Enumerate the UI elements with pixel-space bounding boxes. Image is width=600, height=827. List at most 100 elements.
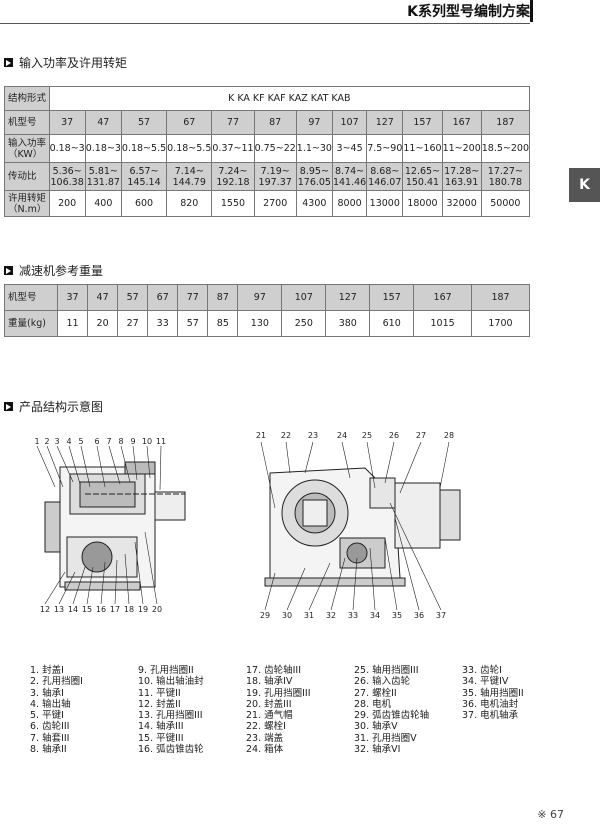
- structure-value: K KA KF KAF KAZ KAT KAB: [48, 86, 531, 111]
- table-cell: 400: [84, 190, 122, 217]
- arrow-bullet-icon: [4, 266, 13, 275]
- callout-number: 5: [78, 437, 83, 446]
- callout-number: 11: [156, 437, 166, 446]
- table-cell: 7.19~ 197.37: [253, 162, 297, 191]
- table-cell: 0.18~3: [48, 134, 86, 163]
- table-cell: 380: [325, 310, 371, 337]
- callout-number: 6: [94, 437, 99, 446]
- row-label: 传动比: [4, 162, 50, 191]
- callout-number: 2: [44, 437, 49, 446]
- arrow-bullet-icon: [4, 58, 13, 67]
- legend-item: 3. 轴承I: [30, 687, 64, 699]
- legend-item: 33. 齿轮I: [462, 665, 502, 676]
- table-cell: 12.65~ 150.41: [402, 162, 443, 191]
- table-cell: 11: [56, 310, 89, 337]
- table-cell: 7.5~90: [366, 134, 404, 163]
- table-cell: 200: [48, 190, 86, 217]
- callout-number: 31: [304, 611, 314, 620]
- legend-item: 22. 螺栓I: [246, 721, 286, 733]
- legend-item: 24. 箱体: [246, 744, 284, 756]
- table-cell: 0.37~11: [211, 134, 255, 163]
- legend-item: 20. 封盖III: [246, 698, 292, 710]
- legend-item: 13. 孔用挡圈III: [138, 710, 203, 722]
- table-cell: 0.75~22: [253, 134, 297, 163]
- legend-item: 17. 齿轮轴III: [246, 665, 302, 676]
- callout-number: 7: [106, 437, 111, 446]
- section-tab[interactable]: K: [569, 168, 600, 202]
- table-cell: 1550: [211, 190, 255, 217]
- table-cell: 1015: [413, 310, 473, 337]
- legend-item: 31. 孔用挡圈V: [354, 732, 417, 744]
- legend-item: 5. 平键I: [30, 710, 64, 722]
- legend-item: 27. 螺栓II: [354, 687, 397, 699]
- callout-number: 10: [142, 437, 152, 446]
- callout-number: 9: [130, 437, 135, 446]
- callout-number: 12: [40, 605, 50, 614]
- legend-item: 35. 轴用挡圈II: [462, 687, 524, 699]
- legend-item: 7. 轴套III: [30, 732, 70, 744]
- callout-number: 13: [54, 605, 64, 614]
- row-label: 机型号: [4, 110, 50, 135]
- table-cell: 167: [441, 110, 482, 135]
- legend-item: 19. 孔用挡圈III: [246, 687, 311, 699]
- table-cell: 107: [331, 110, 368, 135]
- legend-item: 26. 输入齿轮: [354, 676, 411, 688]
- table-cell: 250: [281, 310, 327, 337]
- callout-number: 25: [362, 431, 372, 440]
- callout-number: 37: [436, 611, 446, 620]
- table-cell: 33: [147, 310, 179, 337]
- table-cell: 187: [480, 110, 531, 135]
- callout-number: 15: [82, 605, 92, 614]
- table-cell: 127: [366, 110, 404, 135]
- callout-number: 28: [444, 431, 454, 440]
- page-number: ※ 67: [537, 808, 564, 821]
- table-cell: 8000: [331, 190, 368, 217]
- header-bar: [530, 0, 533, 22]
- legend-item: 8. 轴承II: [30, 744, 67, 756]
- table-cell: 7.14~ 144.79: [166, 162, 213, 191]
- table-cell: 127: [325, 284, 371, 311]
- table-cell: 32000: [441, 190, 482, 217]
- table-cell: 600: [120, 190, 168, 217]
- table-cell: 97: [237, 284, 283, 311]
- table-cell: 8.68~ 146.07: [366, 162, 404, 191]
- table-cell: 97: [295, 110, 333, 135]
- table-cell: 18000: [402, 190, 443, 217]
- table-cell: 13000: [366, 190, 404, 217]
- table-cell: 87: [253, 110, 297, 135]
- table-cell: 11~160: [402, 134, 443, 163]
- callout-number: 8: [118, 437, 123, 446]
- table-cell: 1.1~30: [295, 134, 333, 163]
- table-cell: 610: [369, 310, 415, 337]
- callout-number: 36: [414, 611, 424, 620]
- legend-item: 25. 轴用挡圈III: [354, 665, 419, 676]
- callout-number: 4: [66, 437, 71, 446]
- section3-title: 产品结构示意图: [4, 398, 103, 415]
- legend-item: 14. 轴承III: [138, 721, 184, 733]
- table-cell: 17.27~ 180.78: [480, 162, 531, 191]
- table-cell: 1700: [471, 310, 530, 337]
- callout-number: 14: [68, 605, 78, 614]
- table-cell: 77: [177, 284, 209, 311]
- legend-item: 16. 弧齿锥齿轮: [138, 744, 204, 756]
- callout-number: 30: [282, 611, 292, 620]
- legend-item: 36. 电机油封: [462, 698, 519, 710]
- table-cell: 7.24~ 192.18: [211, 162, 255, 191]
- legend-item: 2. 孔用挡圈I: [30, 676, 83, 688]
- table-cell: 5.36~ 106.38: [48, 162, 86, 191]
- structure-label: 结构形式: [4, 86, 50, 111]
- table-cell: 57: [117, 284, 149, 311]
- legend-item: 30. 轴承V: [354, 721, 398, 733]
- callout-number: 29: [260, 611, 270, 620]
- callout-number: 17: [110, 605, 120, 614]
- legend-item: 10. 输出轴油封: [138, 676, 204, 688]
